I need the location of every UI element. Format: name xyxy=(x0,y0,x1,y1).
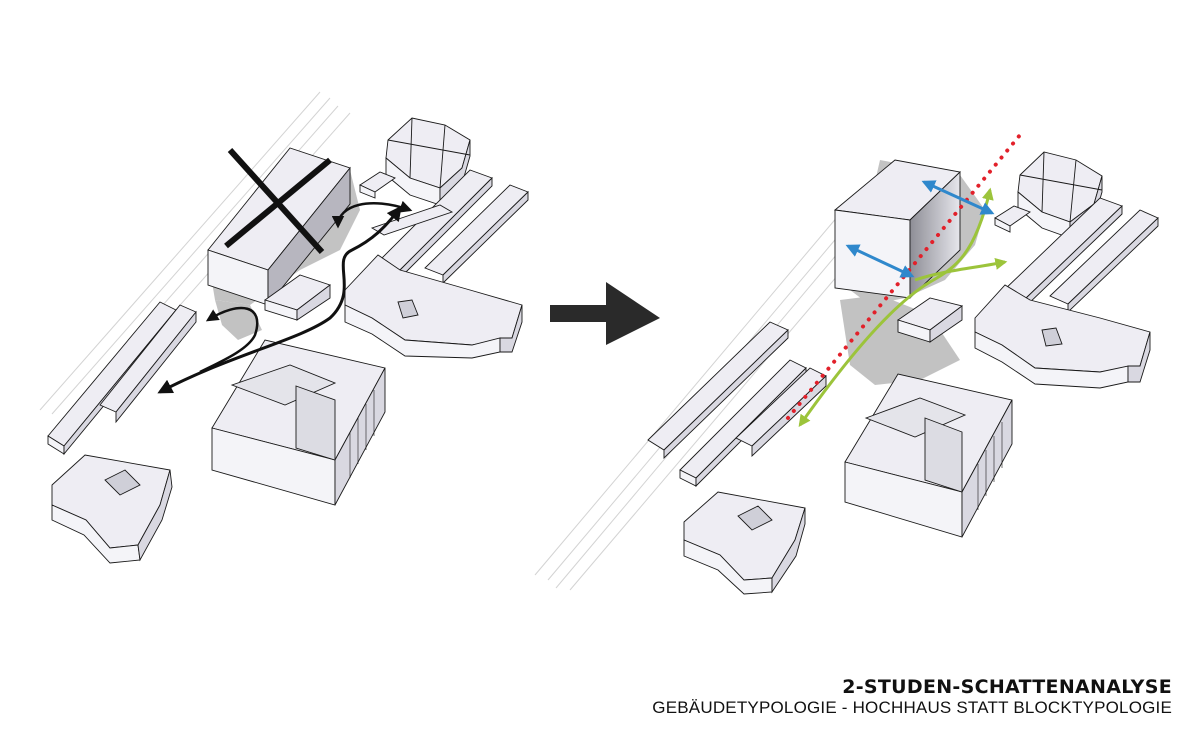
caption-subtitle: GEBÄUDETYPOLOGIE - HOCHHAUS STATT BLOCKT… xyxy=(652,698,1172,717)
top-cluster-houses xyxy=(359,117,471,207)
top-cluster-houses-right xyxy=(994,151,1103,239)
strip-buildings-right xyxy=(1001,197,1159,314)
left-scene-existing xyxy=(39,91,529,564)
existing-block-building xyxy=(207,147,351,307)
platform-buildings-right xyxy=(647,321,827,488)
transition-arrow-icon xyxy=(550,282,660,345)
movement-arrows-black xyxy=(157,200,413,394)
view-arrows-blue xyxy=(845,180,995,278)
front-block xyxy=(211,339,386,506)
courtyard-building-left xyxy=(51,454,173,564)
right-scene-highrise xyxy=(534,133,1159,595)
flow-arrows-green xyxy=(798,187,1008,427)
front-block-right xyxy=(844,373,1013,538)
platform-buildings xyxy=(47,301,197,456)
strip-buildings xyxy=(370,169,529,285)
courtyard-building-right xyxy=(683,491,806,595)
caption-title: 2-STUDEN-SCHATTENANALYSE xyxy=(842,676,1172,698)
small-house-right xyxy=(896,297,964,343)
